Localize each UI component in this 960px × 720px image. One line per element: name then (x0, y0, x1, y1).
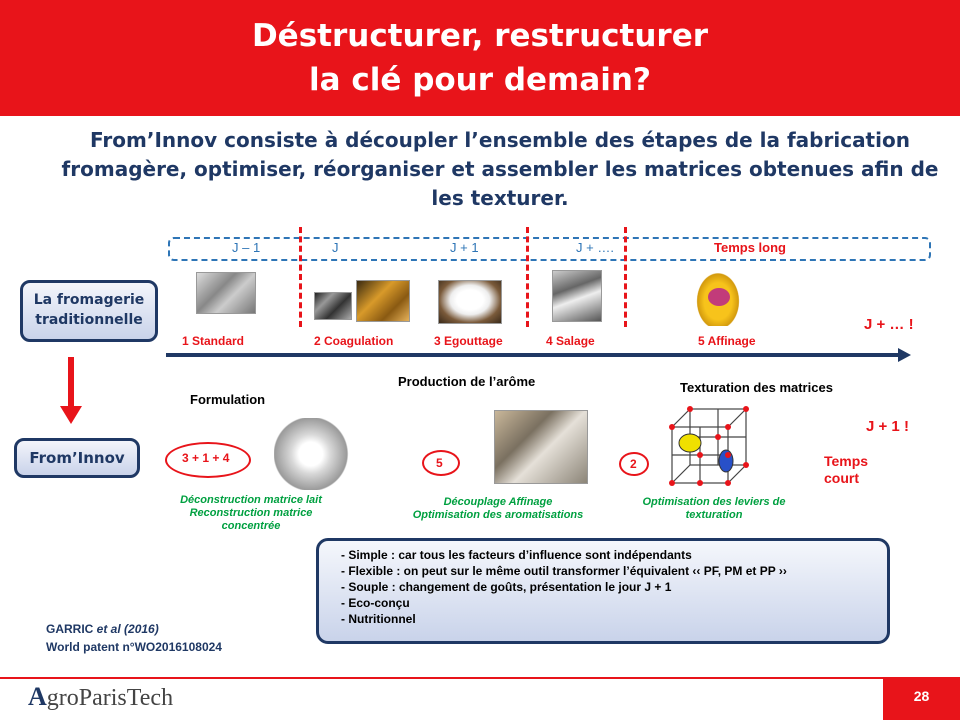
frominnov-box: From’Innov (14, 438, 140, 478)
advantage-eco: - Eco-conçu (341, 596, 410, 610)
page-number: 28 (913, 688, 930, 704)
temps-court-line2: court (824, 470, 859, 486)
coagulation-photo-small (314, 292, 352, 320)
caption-texturation: Optimisation des leviers de texturation (624, 496, 804, 522)
section-formulation: Formulation (190, 392, 266, 407)
process-arrow (166, 353, 900, 357)
agroparistech-logo: AgroParisTech (28, 682, 173, 712)
footer-divider (0, 677, 960, 679)
oval-step-2-label: 2 (630, 457, 637, 471)
texture-matrix-diagram (669, 406, 749, 486)
process-arrow-head (898, 348, 911, 362)
logo-text: groParisTech (46, 685, 174, 711)
step-coagulation: 2 Coagulation (314, 334, 394, 348)
traditional-box-line2: traditionnelle (35, 312, 143, 328)
reference-authors-line: GARRIC et al (2016) (46, 620, 222, 638)
reference-authors: GARRIC (46, 622, 97, 636)
timeline-label-j: J (332, 240, 339, 255)
patent-reference: GARRIC et al (2016) World patent n°WO201… (46, 620, 222, 656)
caption-formulation-line2: Reconstruction matrice (189, 507, 313, 519)
down-arrow (68, 357, 74, 409)
section-production-arome: Production de l’arôme (398, 374, 536, 389)
caption-arome-line2: Optimisation des aromatisations (412, 509, 584, 521)
traditional-box-line1: La fromagerie (33, 292, 145, 308)
timeline-label-temps-long: Temps long (714, 240, 786, 255)
oval-steps-3-1-4-label: 3 + 1 + 4 (182, 451, 230, 465)
caption-texturation-line1: Optimisation des leviers de (642, 496, 786, 508)
step-affinage: 5 Affinage (698, 334, 756, 348)
step-standard: 1 Standard (182, 334, 245, 348)
coagulation-photo (356, 280, 410, 322)
slide-title-line1: Déstructurer, restructurer (251, 18, 709, 54)
egouttage-photo (438, 280, 502, 324)
divider-day-1 (299, 227, 302, 327)
frominnov-duration: J + 1 ! (866, 418, 909, 435)
advantages-box: - Simple : car tous les facteurs d’influ… (316, 538, 890, 644)
caption-formulation-line1: Déconstruction matrice lait (180, 494, 322, 506)
intro-text: From’Innov consiste à découpler l’ensemb… (61, 128, 939, 210)
oval-step-2 (619, 452, 649, 476)
caption-texturation-line2: texturation (685, 509, 743, 521)
timeline-band (168, 237, 931, 261)
temps-court-line1: Temps (824, 453, 869, 469)
timeline-label-j-minus-1: J – 1 (232, 240, 261, 255)
slide-title-line2: la clé pour demain? (309, 62, 651, 98)
reference-etal: et al (2016) (96, 622, 159, 636)
timeline-label-j-plus-more: J + …. (576, 240, 614, 255)
standard-equipment-photo (196, 272, 256, 314)
caption-formulation: Déconstruction matrice lait Reconstructi… (160, 494, 342, 533)
timeline-label-j-plus-1: J + 1 (450, 240, 479, 255)
divider-day-3 (624, 227, 627, 327)
step-egouttage: 3 Egouttage (434, 334, 503, 348)
advantage-souple: - Souple : changement de goûts, présenta… (341, 580, 672, 594)
logo-letter-a: A (28, 682, 47, 711)
caption-arome-line1: Découplage Affinage (443, 496, 553, 508)
mascot-face (708, 288, 730, 306)
advantage-nutrition: - Nutritionnel (341, 612, 416, 626)
step-salage: 4 Salage (546, 334, 595, 348)
down-arrow-head (60, 406, 82, 424)
membrane-filter-image (274, 418, 366, 490)
oval-steps-3-1-4 (165, 442, 251, 478)
oval-step-5-label: 5 (436, 456, 443, 470)
caption-arome: Découplage Affinage Optimisation des aro… (396, 496, 600, 522)
traditional-cheesemaking-box: La fromagerie traditionnelle (20, 280, 158, 342)
advantage-simple: - Simple : car tous les facteurs d’influ… (341, 548, 692, 562)
page-number-badge (883, 679, 960, 720)
oval-step-5 (422, 450, 460, 476)
divider-day-2 (526, 227, 529, 327)
section-texturation: Texturation des matrices (680, 380, 833, 395)
title-banner: Déstructurer, restructurer la clé pour d… (0, 0, 960, 116)
advantage-flexible: - Flexible : on peut sur le même outil t… (341, 564, 787, 578)
lab-production-photo (494, 410, 588, 484)
slide-title: Déstructurer, restructurer la clé pour d… (0, 14, 960, 102)
advantages-list: - Simple : car tous les facteurs d’influ… (341, 547, 887, 627)
salage-photo (552, 270, 602, 322)
caption-formulation-line3: concentrée (221, 520, 281, 532)
temps-court-label: Temps court (824, 453, 868, 487)
reference-patent: World patent n°WO2016108024 (46, 640, 222, 654)
traditional-duration: J + … ! (864, 316, 914, 333)
